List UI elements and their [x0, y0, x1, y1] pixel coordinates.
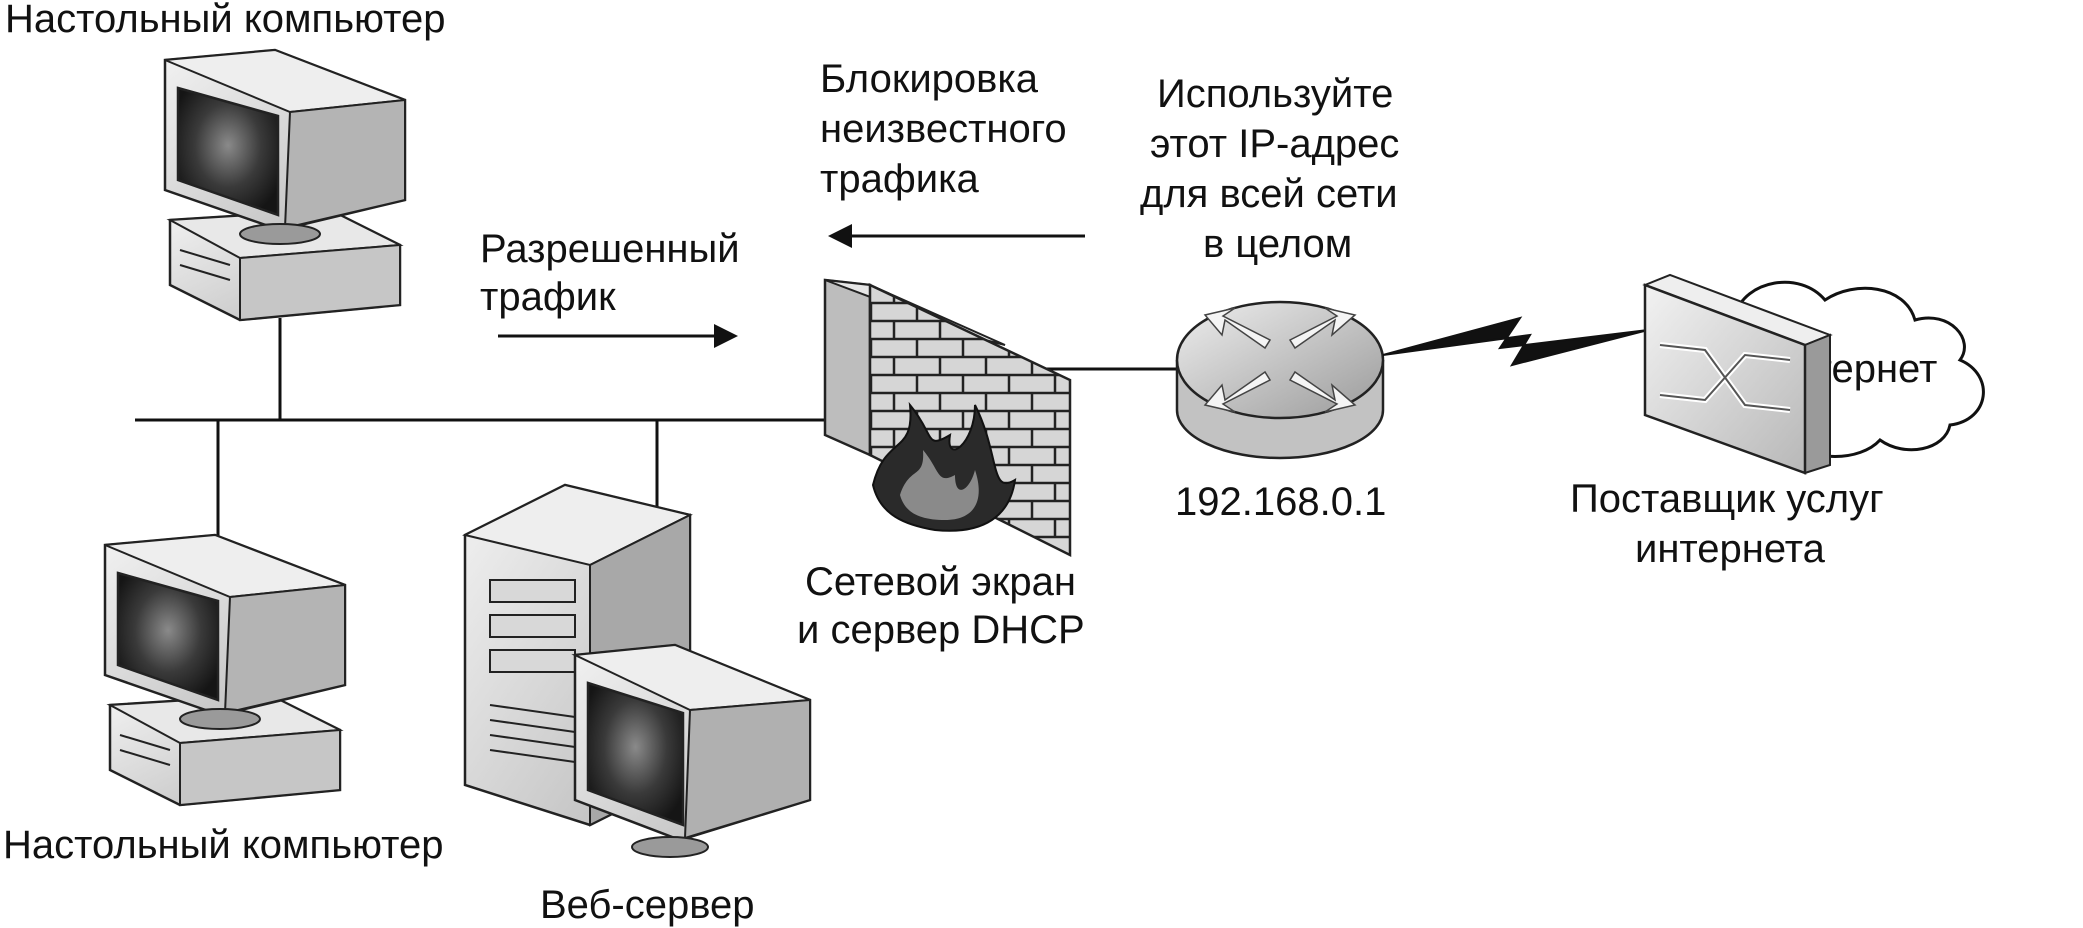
- label-desktop-top: Настольный компьютер: [5, 0, 446, 41]
- lightning-bolt-link-icon: [1382, 316, 1649, 367]
- router: 192.168.0.1: [1175, 300, 1386, 524]
- label-router-ip: 192.168.0.1: [1175, 480, 1386, 524]
- label-firewall-2: и сервер DHCP: [797, 608, 1085, 652]
- label-use-ip-3: для всей сети: [1140, 172, 1398, 216]
- label-firewall-1: Сетевой экран: [805, 560, 1076, 604]
- label-web-server: Веб-сервер: [540, 883, 755, 927]
- block-unknown-traffic: Блокировка неизвестного трафика: [820, 57, 1085, 248]
- desktop-computer-icon: [103, 533, 347, 807]
- arrow-left-icon: [828, 224, 1085, 248]
- label-isp-1: Поставщик услуг: [1570, 477, 1884, 521]
- label-use-ip-2: этот IP-адрес: [1150, 122, 1399, 166]
- desktop-computer-top: Настольный компьютер: [5, 0, 446, 322]
- label-block-unknown-2: неизвестного: [820, 107, 1067, 151]
- label-use-ip-1: Используйте: [1157, 72, 1393, 116]
- server-tower-with-monitor-icon: [462, 483, 812, 858]
- brick-wall-firewall-icon: [823, 278, 1072, 558]
- allowed-traffic: Разрешенный трафик: [480, 227, 740, 348]
- use-ip-note: Используйте этот IP-адрес для всей сети …: [1140, 72, 1399, 266]
- label-block-unknown-3: трафика: [820, 157, 979, 201]
- isp-device: [1642, 273, 1833, 475]
- web-server: Веб-сервер: [462, 483, 812, 927]
- label-desktop-bottom: Настольный компьютер: [3, 823, 444, 867]
- label-allowed-traffic-1: Разрешенный: [480, 227, 740, 271]
- arrow-right-icon: [498, 324, 738, 348]
- router-icon: [1175, 300, 1385, 460]
- desktop-computer-icon: [163, 48, 407, 322]
- isp-switch-icon: [1642, 273, 1833, 475]
- label-use-ip-4: в целом: [1203, 222, 1352, 266]
- label-block-unknown-1: Блокировка: [820, 57, 1039, 101]
- firewall: Сетевой экран и сервер DHCP: [797, 278, 1085, 652]
- label-isp-2: интернета: [1635, 527, 1826, 571]
- desktop-computer-bottom: Настольный компьютер: [3, 533, 444, 867]
- label-allowed-traffic-2: трафик: [480, 275, 616, 319]
